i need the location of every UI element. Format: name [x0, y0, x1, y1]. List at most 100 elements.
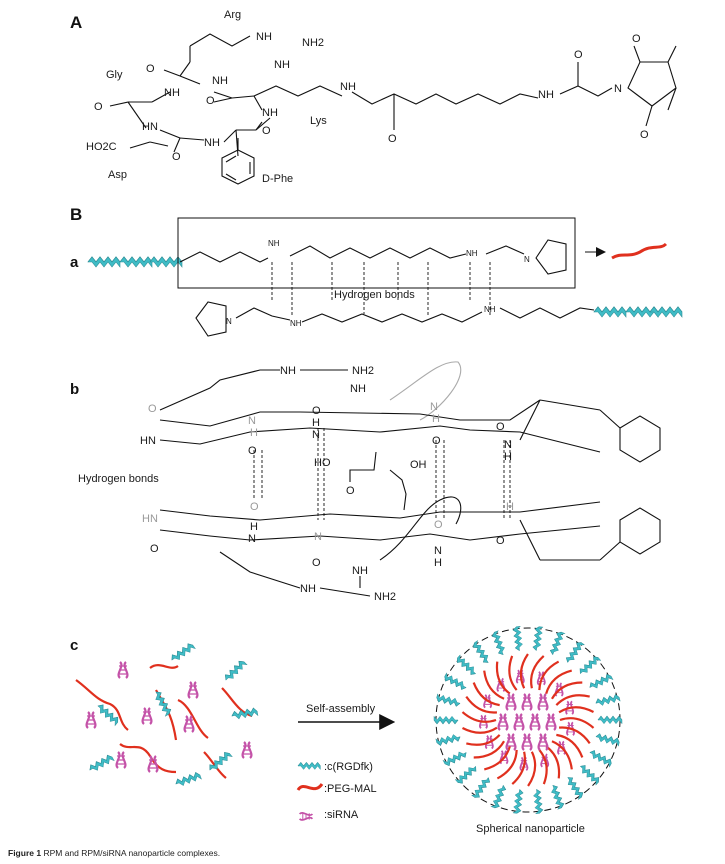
legend-rgd-icon: [297, 762, 321, 770]
atom-n-mal: N: [614, 83, 622, 95]
panel-a-label: A: [70, 13, 82, 32]
atom-o-4: O: [262, 125, 271, 137]
sheet-n-1: N: [312, 429, 320, 441]
peg-mal-curve: [611, 242, 668, 260]
cyclic-peptide-structure: [109, 33, 677, 185]
panel-b-sub-b: b: [70, 381, 79, 398]
atom-o-3: O: [206, 95, 215, 107]
sheet-ghost-n3: N: [314, 531, 322, 543]
atom-nh-1: NH: [212, 75, 228, 87]
sheet-ghost-h3: H: [506, 501, 514, 513]
corona-rgd-zigzag: [442, 672, 469, 692]
legend-peg-icon: [296, 783, 324, 791]
rgd-zigzag-top-3: [149, 256, 183, 268]
corona-rgd-zigzag: [435, 732, 462, 747]
b-nh-2: NH: [466, 249, 478, 258]
corona-peg-curve: [559, 717, 595, 729]
legend-peg-label: :PEG-MAL: [324, 783, 377, 795]
b-nh-3: NH: [290, 319, 302, 328]
corona-peg-curve: [545, 745, 561, 779]
atom-ho2c: HO2C: [86, 141, 117, 153]
atom-nh-4: NH: [204, 137, 220, 149]
caption-label: Figure 1: [8, 848, 42, 858]
sheet-o-2: O: [312, 405, 321, 417]
sheet-n-3: N: [248, 533, 256, 545]
atom-o-9: O: [640, 129, 649, 141]
corona-peg-curve: [461, 726, 498, 734]
sheet-n-2: N: [504, 439, 512, 451]
sheet-ghost-h2: H: [432, 413, 440, 425]
atom-nh-lys: NH: [340, 81, 356, 93]
residue-lys: Lys: [310, 115, 327, 127]
corona-peg-curve: [461, 711, 497, 723]
sheet-h-3: H: [250, 521, 258, 533]
corona-rgd-zigzag: [490, 630, 508, 657]
atom-o-2: O: [94, 101, 103, 113]
corona-peg-curve: [519, 653, 529, 689]
corona-rgd-zigzag: [597, 715, 623, 725]
panel-c: c Self-a: [70, 625, 623, 835]
corona-peg-curve: [555, 694, 590, 706]
corona-rgd-zigzag: [512, 625, 524, 652]
sheet-nh-top2: NH: [350, 383, 366, 395]
corona-peg-curve: [545, 669, 573, 694]
corona-rgd-zigzag: [577, 763, 602, 786]
legend-sirna-icon: [298, 811, 314, 821]
sheet-o-acid: O: [346, 485, 355, 497]
sheet-ghost-o3: O: [434, 519, 443, 531]
atom-nh-arg2: NH: [274, 59, 290, 71]
panel-c-label: c: [70, 637, 78, 654]
corona-peg-curve: [483, 746, 511, 771]
residue-gly: Gly: [106, 69, 123, 81]
corona-rgd-zigzag: [577, 654, 602, 677]
corona-peg-curve: [550, 681, 583, 700]
b-nh-4: NH: [484, 305, 496, 314]
caption-text: RPM and RPM/siRNA nanoparticle complexes…: [43, 848, 221, 858]
corona-rgd-zigzag: [587, 748, 614, 768]
corona-peg-curve: [495, 661, 511, 695]
atom-nh-peg: NH: [538, 89, 554, 101]
corona-rgd-zigzag: [564, 640, 585, 665]
sheet-nh-bottom2: NH: [352, 565, 368, 577]
product-label: Spherical nanoparticle: [476, 823, 585, 835]
sheet-h-2: H: [504, 451, 512, 463]
sheet-n-4: N: [434, 545, 442, 557]
sheet-hn-left: HN: [140, 435, 156, 447]
corona-peg-curve: [538, 660, 560, 691]
atom-nh-arg: NH: [256, 31, 272, 43]
figure-caption: Figure 1 RPM and RPM/siRNA nanoparticle …: [8, 848, 220, 858]
sheet-ghost-o2: O: [250, 501, 259, 513]
corona-peg-curve: [527, 751, 537, 787]
sheet-ghost-h: H: [250, 427, 258, 439]
sheet-nh2-top: NH2: [352, 365, 374, 377]
corona-rgd-zigzag: [433, 715, 459, 725]
legend: :c(RGDfk) :PEG-MAL :siRNA: [296, 761, 377, 821]
sheet-nh2-bottom: NH2: [374, 591, 396, 603]
b-n-2: N: [226, 317, 232, 326]
residue-asp: Asp: [108, 169, 127, 181]
corona-peg-curve: [472, 682, 500, 707]
sheet-o-6: O: [312, 557, 321, 569]
sheet-ghost-o: O: [148, 403, 157, 415]
atom-o-7: O: [574, 49, 583, 61]
corona-peg-curve: [483, 670, 505, 700]
rgd-zigzag-bottom-3: [649, 306, 683, 318]
corona-rgd-zigzag: [564, 775, 585, 800]
sheet-ghost-hn: HN: [142, 513, 158, 525]
b-n-1: N: [524, 255, 530, 264]
sheet-o-4: O: [496, 421, 505, 433]
corona-rgd-zigzag: [532, 625, 544, 652]
corona-peg-curve: [465, 696, 498, 714]
corona-peg-curve: [558, 726, 591, 744]
sheet-h-1: H: [312, 417, 320, 429]
corona-peg-curve: [496, 749, 518, 780]
sheet-o-7: O: [496, 535, 505, 547]
sheet-o-5: O: [150, 543, 159, 555]
atom-o-6: O: [388, 133, 397, 145]
sheet-h-4: H: [434, 557, 442, 569]
corona-peg-curve: [530, 655, 545, 689]
hydrogen-bonds-label-a: Hydrogen bonds: [334, 289, 415, 301]
sheet-ghost-n: N: [248, 415, 256, 427]
residue-dphe: D-Phe: [262, 173, 293, 185]
sheet-ghost-n2: N: [430, 401, 438, 413]
